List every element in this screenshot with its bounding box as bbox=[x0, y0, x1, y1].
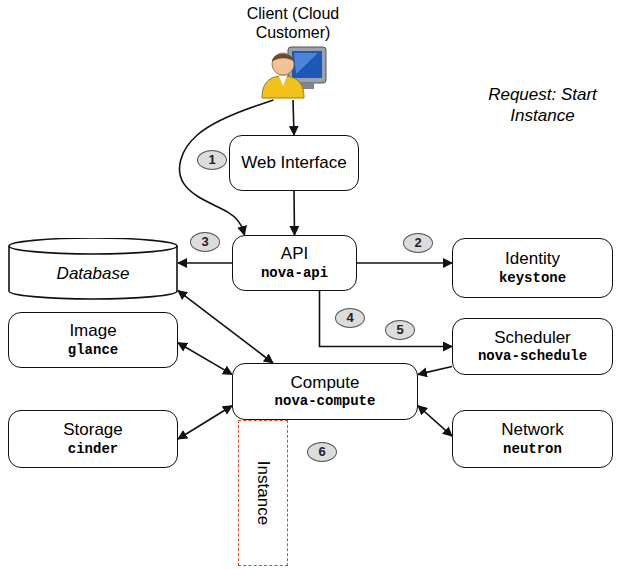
process-box: Networkneutron bbox=[452, 410, 613, 468]
client-actor: Client (Cloud Customer) bbox=[228, 4, 358, 100]
flow-arrow bbox=[293, 191, 295, 235]
cylinder-rim bbox=[9, 246, 177, 254]
node-title: Image bbox=[69, 321, 116, 341]
flow-arrow bbox=[178, 291, 273, 363]
node-title: Network bbox=[501, 420, 563, 440]
service-name: nova-compute bbox=[275, 393, 376, 410]
flow-arrow bbox=[178, 262, 232, 264]
node-title: Database bbox=[57, 264, 130, 284]
process-box: Computenova-compute bbox=[232, 363, 418, 420]
process-box: Schedulernova-schedule bbox=[452, 318, 613, 375]
process-box: Storagecinder bbox=[8, 410, 178, 468]
node-title: Storage bbox=[63, 420, 123, 440]
callout-number: 2 bbox=[403, 233, 433, 253]
node-title: Compute bbox=[291, 373, 360, 393]
process-box: APInova-api bbox=[232, 235, 357, 291]
flow-arrow bbox=[418, 406, 452, 436]
person-hair bbox=[272, 54, 294, 62]
person-collar bbox=[279, 76, 287, 86]
callout-number: 4 bbox=[335, 308, 365, 328]
instance-box: Instance bbox=[238, 420, 288, 566]
process-box: Identitykeystone bbox=[452, 238, 613, 298]
node-title: Client (Cloud Customer) bbox=[231, 4, 356, 42]
request-note: Request: Start Instance bbox=[470, 84, 615, 127]
database-cylinder: Database bbox=[8, 238, 178, 300]
process-box: Web Interface bbox=[229, 135, 359, 191]
monitor-screen bbox=[292, 51, 322, 78]
service-name: glance bbox=[68, 342, 118, 359]
flow-arrow bbox=[178, 406, 232, 439]
node-title: Identity bbox=[505, 249, 560, 269]
node-title: Web Interface bbox=[241, 153, 347, 173]
callout-number: 6 bbox=[307, 442, 337, 462]
service-name: keystone bbox=[499, 270, 566, 287]
service-name: cinder bbox=[68, 441, 118, 458]
person-body bbox=[262, 76, 304, 98]
callout-number: 5 bbox=[385, 320, 415, 340]
callout-number: 1 bbox=[197, 150, 227, 170]
flow-arrow bbox=[293, 100, 294, 135]
person-head bbox=[272, 53, 294, 75]
flow-arrow bbox=[178, 343, 232, 375]
service-name: neutron bbox=[503, 441, 562, 458]
service-name: nova-schedule bbox=[478, 348, 587, 365]
service-name: nova-api bbox=[261, 265, 328, 282]
callout-number: 3 bbox=[190, 232, 220, 252]
node-title: Scheduler bbox=[494, 328, 571, 348]
process-box: Imageglance bbox=[8, 312, 178, 368]
flow-arrow bbox=[418, 366, 452, 374]
node-title: Instance bbox=[253, 461, 273, 525]
flow-arrow bbox=[320, 291, 453, 347]
screen-glare bbox=[294, 53, 318, 74]
cylinder-body bbox=[9, 238, 177, 299]
flow-arrow bbox=[357, 262, 452, 264]
node-title: API bbox=[281, 244, 308, 264]
